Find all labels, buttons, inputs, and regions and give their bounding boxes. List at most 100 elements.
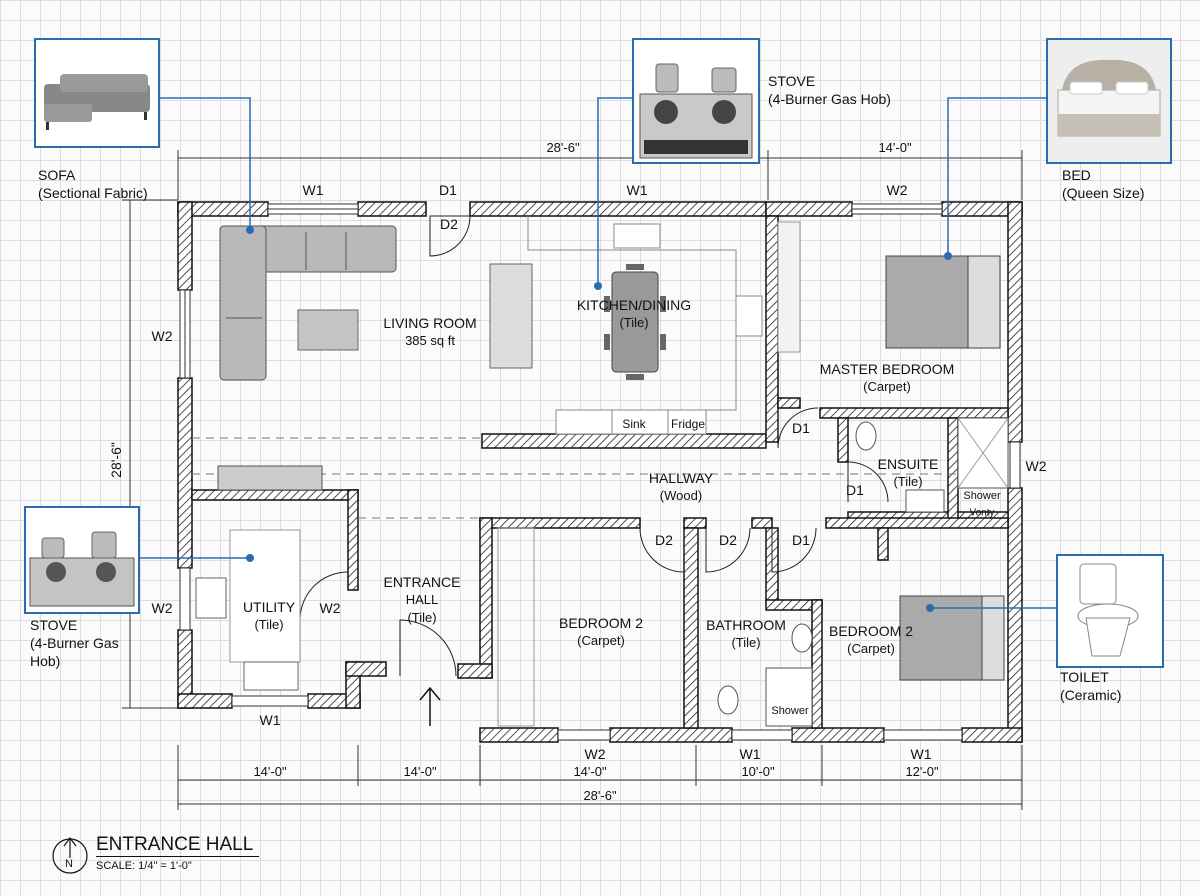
plan-scale: SCALE: 1/4" = 1'-0"	[96, 860, 192, 872]
room-label-bathroom: BATHROOM (Tile)	[698, 616, 794, 652]
mark-d1-bedroom2b: D1	[792, 532, 810, 548]
bathroom-name: BATHROOM	[706, 617, 786, 633]
bed-2b	[899, 595, 983, 681]
fixture-bathroom-shower: Shower	[771, 705, 809, 717]
room-label-bedroom2b: BEDROOM 2 (Carpet)	[818, 622, 924, 658]
mark-w2-utility: W2	[151, 600, 173, 616]
entrance-name: ENTRANCE	[383, 574, 461, 590]
stove-left-callout-label: STOVE (4-Burner Gas Hob)	[30, 616, 119, 670]
hallway-sub: (Wood)	[659, 488, 703, 503]
fixture-vanity: Vonty	[969, 507, 995, 519]
mark-w2-left: W2	[151, 328, 173, 344]
entrance-name2: HALL	[405, 592, 439, 607]
utility-table	[229, 529, 301, 663]
bathroom-sub: (Tile)	[731, 635, 761, 650]
north-label: N	[65, 858, 73, 870]
mark-w1-bedroom2b: W1	[910, 746, 932, 762]
master-bed	[885, 255, 969, 349]
dim-top-total: 28'-6"	[546, 140, 580, 155]
living-name: LIVING ROOM	[383, 315, 477, 331]
entrance-arrow	[419, 686, 441, 726]
door-swings	[299, 215, 889, 677]
mark-w2-bottom: W2	[584, 746, 606, 762]
sofa-callout-name: SOFA	[38, 167, 76, 183]
utility-counter	[217, 465, 323, 491]
sofa-callout-label: SOFA (Sectional Fabric)	[38, 166, 148, 202]
callout-leaders	[136, 97, 1056, 609]
coffee-table	[297, 309, 359, 351]
mark-d1-master: D1	[792, 420, 810, 436]
stove-left-thumbnail	[24, 506, 140, 614]
dim-top-right: 14'-0"	[878, 140, 912, 155]
stove-left-callout-sub: (4-Burner Gas	[30, 635, 119, 651]
room-label-bedroom2a: BEDROOM 2 (Carpet)	[546, 614, 656, 650]
bed-callout-label: BED (Queen Size)	[1062, 166, 1144, 202]
entrance-sub: (Tile)	[407, 610, 437, 625]
room-label-utility: UTILITY (Tile)	[232, 598, 306, 634]
fixture-fridge: Fridge	[670, 417, 706, 431]
stove-left-callout-sub2: Hob)	[30, 653, 61, 669]
plan-title: ENTRANCE HALL	[96, 834, 260, 857]
dim-bottom-2: 14'-0"	[403, 764, 437, 779]
wardrobe	[777, 221, 801, 353]
bedroom2a-sub: (Carpet)	[577, 633, 625, 648]
walls	[177, 201, 1023, 743]
toilet-callout-sub: (Ceramic)	[1060, 687, 1122, 703]
dim-side: 28'-6"	[107, 442, 124, 478]
kitchen-name: KITCHEN/DINING	[576, 297, 692, 313]
stove-top-callout-sub: (4-Burner Gas Hob)	[768, 91, 891, 107]
room-label-hallway: HALLWAY (Wood)	[628, 469, 734, 505]
bed-callout-name: BED	[1062, 167, 1091, 183]
fixture-sink: Sink	[622, 417, 646, 431]
dim-bottom-3: 14'-0"	[573, 764, 607, 779]
windows	[179, 203, 1021, 741]
sofa	[219, 225, 397, 381]
sofa-thumbnail	[34, 38, 160, 148]
toilet-callout-name: TOILET	[1060, 669, 1109, 685]
room-label-living: LIVING ROOM 385 sq ft	[372, 314, 488, 350]
master-sub: (Carpet)	[863, 379, 911, 394]
dim-bottom-total: 28'-6"	[583, 788, 617, 803]
bedroom2a-name: BEDROOM 2	[558, 615, 643, 631]
mark-d1-ensuite: D1	[846, 482, 864, 498]
ensuite-sub: (Tile)	[893, 474, 923, 489]
bathroom-shower	[765, 667, 813, 727]
dimension-lines	[122, 150, 1023, 810]
mark-w1-utility: W1	[259, 712, 281, 728]
stove-top-callout-name: STOVE	[768, 73, 816, 89]
mark-d2-top: D2	[440, 216, 458, 232]
room-label-kitchen: KITCHEN/DINING (Tile)	[566, 296, 702, 332]
mark-d2-bathroom: D2	[719, 532, 737, 548]
dining-table	[611, 271, 659, 373]
mark-w1-living: W1	[302, 182, 324, 198]
north-arrow-icon	[52, 837, 88, 874]
stove-top-thumbnail	[632, 38, 760, 164]
kitchen-sub: (Tile)	[619, 315, 649, 330]
toilet-callout-label: TOILET (Ceramic)	[1060, 668, 1121, 704]
dim-bottom-5: 12'-0"	[905, 764, 939, 779]
sofa-callout-sub: (Sectional Fabric)	[38, 185, 148, 201]
hallway-name: HALLWAY	[648, 470, 714, 486]
room-label-entrance: ENTRANCE HALL (Tile)	[374, 573, 470, 627]
dim-bottom-1: 14'-0"	[253, 764, 287, 779]
stove-left-callout-name: STOVE	[30, 617, 78, 633]
utility-sub: (Tile)	[254, 617, 284, 632]
kitchen-island	[489, 263, 533, 369]
room-label-ensuite: ENSUITE (Tile)	[868, 455, 948, 491]
bedroom2b-sub: (Carpet)	[847, 641, 895, 656]
mark-w2-ensuite: W2	[1025, 458, 1047, 474]
room-label-master: MASTER BEDROOM (Carpet)	[806, 360, 968, 396]
mark-d2-bedroom: D2	[655, 532, 673, 548]
utility-name: UTILITY	[242, 599, 296, 615]
mark-d1-top: D1	[439, 182, 457, 198]
bed-callout-sub: (Queen Size)	[1062, 185, 1145, 201]
stove-top-callout-label: STOVE (4-Burner Gas Hob)	[768, 72, 891, 108]
ensuite-name: ENSUITE	[877, 456, 939, 472]
living-sub: 385 sq ft	[405, 333, 455, 348]
master-name: MASTER BEDROOM	[819, 361, 955, 377]
dim-bottom-4: 10'-0"	[741, 764, 775, 779]
mark-w1-kitchen: W1	[626, 182, 648, 198]
mark-w2-master: W2	[886, 182, 908, 198]
